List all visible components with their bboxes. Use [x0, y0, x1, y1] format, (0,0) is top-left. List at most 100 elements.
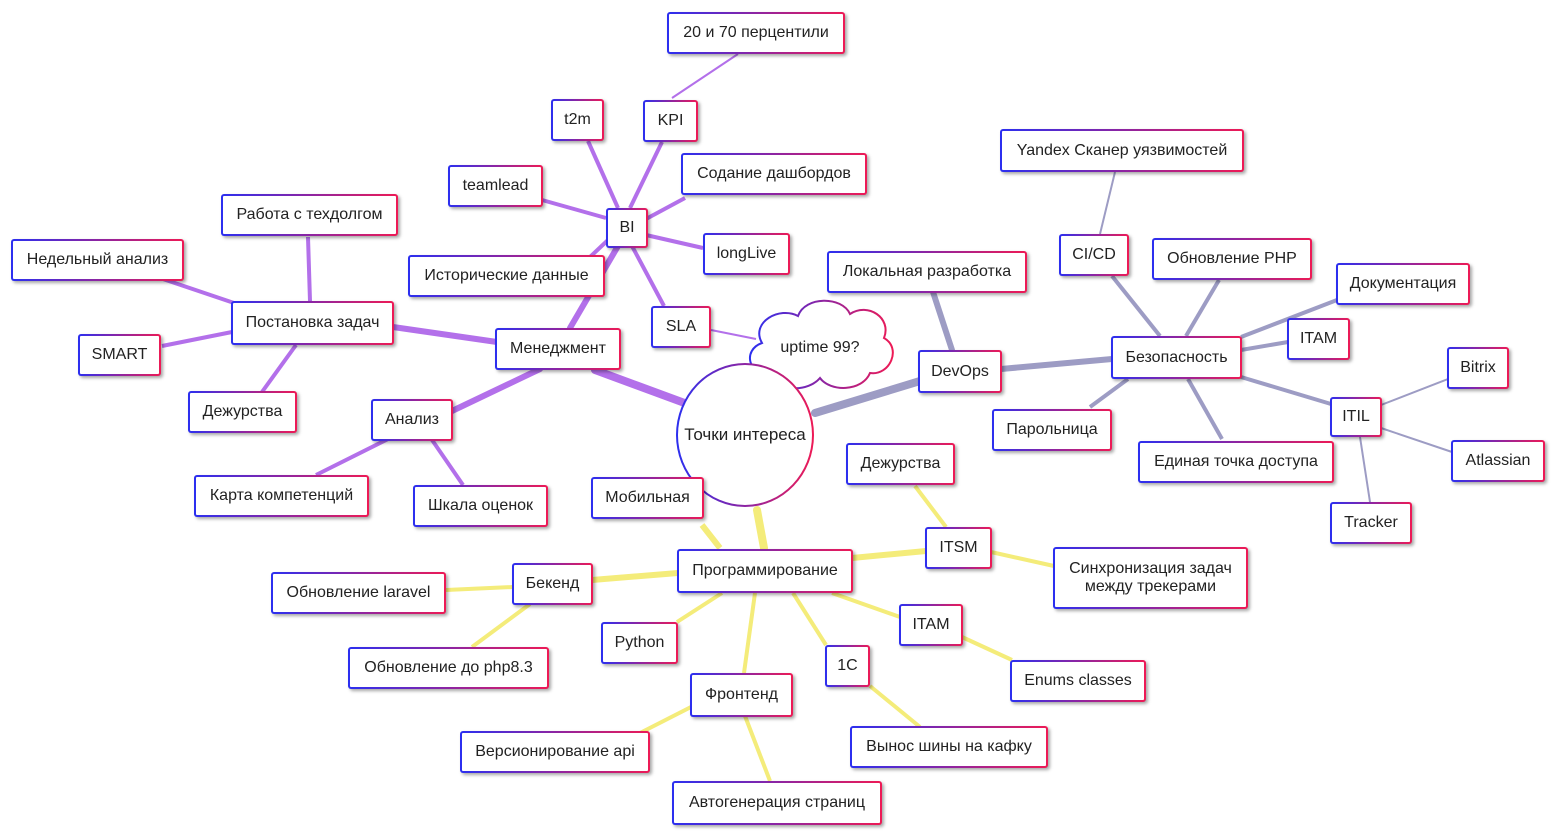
node-duty-prog[interactable]: Дежурства [846, 443, 955, 485]
node-security[interactable]: Безопасность [1111, 336, 1242, 379]
node-devops[interactable]: DevOps [918, 350, 1002, 393]
edge-tasks-techdebt [306, 236, 312, 302]
node-sla[interactable]: SLA [651, 306, 711, 348]
node-backend-label: Бекенд [525, 575, 580, 592]
node-percentiles[interactable]: 20 и 70 перцентили [667, 12, 845, 54]
node-php[interactable]: Обновление PHP [1152, 238, 1312, 280]
edge-frontend-autogen [743, 715, 772, 782]
node-smart[interactable]: SMART [78, 334, 161, 376]
node-laravel[interactable]: Обновление laravel [271, 572, 446, 614]
edge-security-cicd [1110, 274, 1162, 338]
node-duty-prog-label: Дежурства [860, 455, 941, 472]
edge-security-itam [1240, 340, 1289, 352]
edge-programming-mobile [699, 523, 723, 550]
node-api-label: Версионирование api [475, 743, 635, 760]
node-passwords[interactable]: Парольница [992, 409, 1112, 451]
node-dashboards[interactable]: Содание дашбордов [681, 153, 867, 195]
node-scale[interactable]: Шкала оценок [413, 485, 548, 527]
node-sla-label: SLA [665, 318, 697, 335]
edge-itsm-duty [913, 484, 948, 529]
edge-bi-historical [588, 238, 610, 259]
node-techdebt[interactable]: Работа с техдолгом [221, 194, 398, 236]
edge-backend-php83 [470, 602, 532, 649]
node-frontend[interactable]: Фронтенд [690, 673, 793, 717]
node-atlassian[interactable]: Atlassian [1451, 440, 1545, 482]
node-techdebt-label: Работа с техдолгом [236, 206, 383, 223]
edge-bi-t2m [586, 140, 620, 209]
node-php83-label: Обновление до php8.3 [364, 659, 533, 676]
edge-itil-tracker [1359, 436, 1371, 503]
edge-security-php [1184, 278, 1221, 338]
node-bitrix[interactable]: Bitrix [1447, 347, 1509, 389]
node-sso[interactable]: Единая точка доступа [1138, 441, 1334, 483]
edge-analysis-competence [315, 435, 393, 477]
center-node[interactable]: Точки интереса [676, 363, 814, 507]
node-api[interactable]: Версионирование api [460, 731, 650, 773]
node-backend[interactable]: Бекенд [512, 563, 593, 605]
node-localdev-label: Локальная разработка [842, 263, 1012, 280]
node-historical-label: Исторические данные [424, 267, 589, 284]
node-t2m[interactable]: t2m [551, 99, 604, 141]
node-kpi[interactable]: KPI [643, 100, 698, 142]
node-duty-mgmt[interactable]: Дежурства [188, 391, 297, 433]
edge-security-docs [1240, 298, 1338, 339]
node-itil[interactable]: ITIL [1330, 397, 1382, 437]
edge-programming-onec [791, 591, 828, 647]
node-atlassian-label: Atlassian [1465, 452, 1531, 469]
node-sso-label: Единая точка доступа [1154, 453, 1318, 470]
edge-itil-bitrix [1380, 378, 1449, 406]
node-cicd[interactable]: CI/CD [1059, 234, 1129, 276]
node-onec[interactable]: 1С [825, 645, 870, 687]
node-analysis[interactable]: Анализ [371, 399, 453, 441]
node-security-label: Безопасность [1125, 348, 1228, 366]
edge-sla-uptime [710, 329, 757, 340]
node-longlive-label: longLive [716, 245, 777, 262]
node-kpi-label: KPI [657, 112, 684, 129]
node-tracker-label: Tracker [1344, 514, 1398, 531]
node-weekly[interactable]: Недельный анализ [11, 239, 184, 281]
node-tasks[interactable]: Постановка задач [231, 301, 394, 345]
edge-programming-itsm [849, 548, 929, 561]
edge-programming-python [675, 591, 724, 624]
node-sync[interactable]: Синхронизация задач между трекерами [1053, 547, 1248, 609]
node-weekly-label: Недельный анализ [26, 251, 169, 268]
node-docs-label: Документация [1349, 275, 1457, 292]
node-longlive[interactable]: longLive [703, 233, 790, 275]
node-devops-label: DevOps [931, 362, 989, 380]
node-teamlead[interactable]: teamlead [448, 165, 543, 207]
node-bitrix-label: Bitrix [1460, 359, 1496, 376]
node-frontend-label: Фронтенд [704, 686, 778, 703]
uptime-cloud-shape[interactable]: uptime 99? [749, 299, 894, 390]
node-kafka[interactable]: Вынос шины на кафку [850, 726, 1048, 768]
node-sync-label: Синхронизация задач между трекерами [1069, 560, 1232, 595]
edge-security-passwords [1088, 377, 1130, 409]
node-itam-prog[interactable]: ITAM [899, 604, 963, 646]
node-localdev[interactable]: Локальная разработка [827, 251, 1027, 293]
node-python[interactable]: Python [601, 622, 678, 664]
node-competence[interactable]: Карта компетенций [194, 475, 369, 517]
node-mobile[interactable]: Мобильная [591, 477, 704, 519]
node-itam-sec[interactable]: ITAM [1287, 318, 1350, 360]
node-php83[interactable]: Обновление до php8.3 [348, 647, 549, 689]
edge-management-analysis [449, 366, 543, 414]
node-programming[interactable]: Программирование [677, 549, 853, 593]
node-python-label: Python [614, 634, 665, 651]
node-itsm[interactable]: ITSM [925, 527, 992, 569]
node-autogen[interactable]: Автогенерация страниц [672, 781, 882, 825]
node-programming-label: Программирование [692, 562, 838, 579]
edge-devops-security [998, 356, 1115, 372]
edge-frontend-api [639, 705, 692, 735]
node-yandex[interactable]: Yandex Сканер уязвимостей [1000, 129, 1244, 172]
node-bi[interactable]: BI [606, 208, 648, 248]
edge-programming-frontend [742, 592, 757, 674]
node-management[interactable]: Менеджмент [495, 328, 621, 370]
node-enums-label: Enums classes [1024, 672, 1132, 689]
edge-tasks-weekly [159, 276, 241, 307]
node-tracker[interactable]: Tracker [1330, 502, 1412, 544]
node-itil-label: ITIL [1342, 408, 1370, 425]
node-docs[interactable]: Документация [1336, 263, 1470, 305]
node-historical[interactable]: Исторические данные [408, 255, 605, 297]
node-enums[interactable]: Enums classes [1010, 660, 1146, 702]
